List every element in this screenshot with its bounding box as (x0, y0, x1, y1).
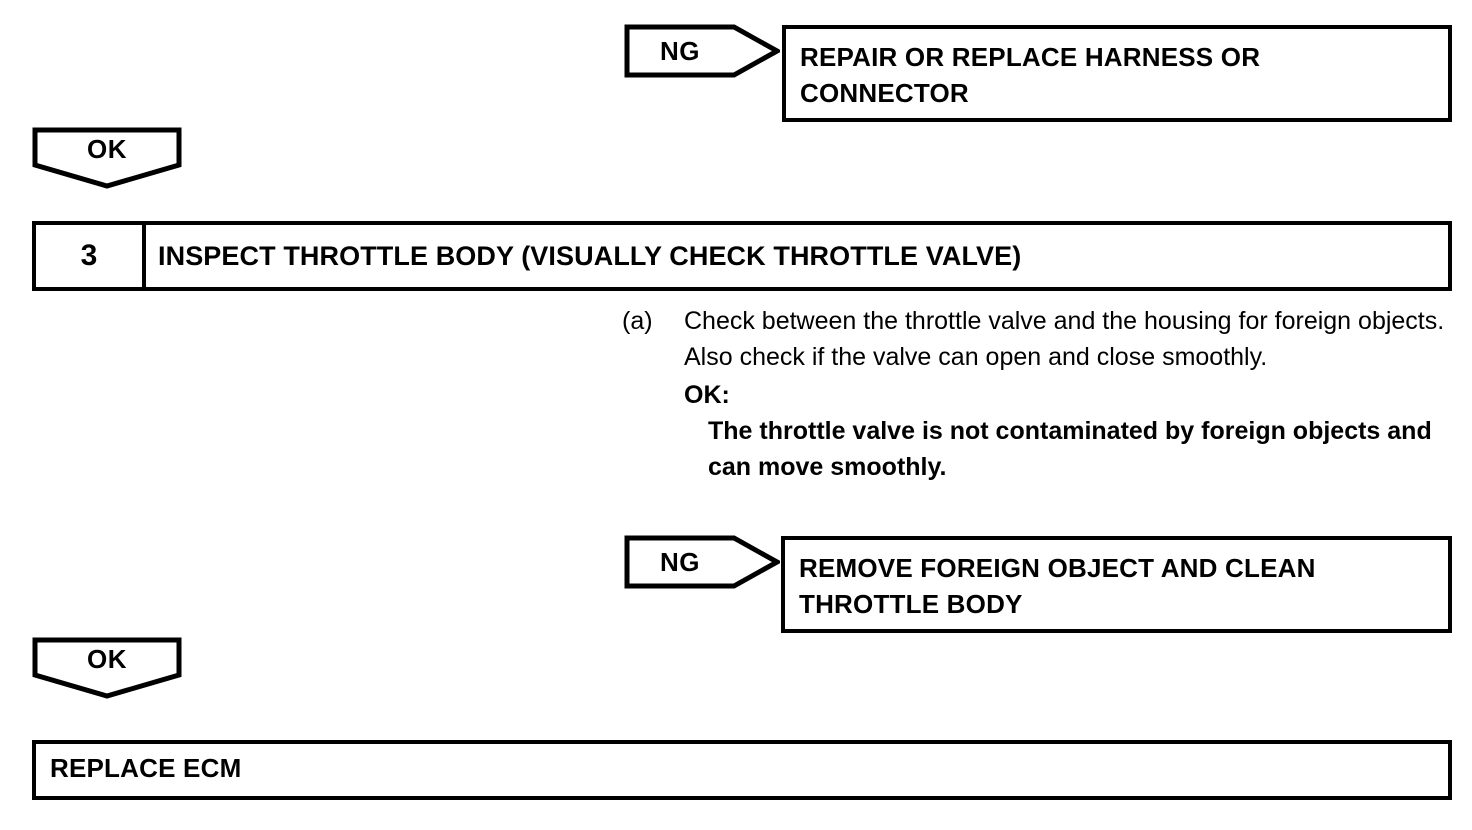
ok-connector-label: OK (87, 643, 127, 674)
step-title: INSPECT THROTTLE BODY (VISUALLY CHECK TH… (158, 240, 1022, 271)
action-box-text: REPLACE ECM (50, 753, 242, 783)
procedure-item-a: (a) Check between the throttle valve and… (622, 303, 1452, 375)
procedure-ok-detail: The throttle valve is not contaminated b… (708, 417, 1432, 481)
ok-banner-shape (32, 127, 182, 189)
action-box-remove-foreign-object: REMOVE FOREIGN OBJECT AND CLEAN THROTTLE… (781, 536, 1452, 633)
ng-tag-label: NG (660, 546, 700, 577)
procedure-text: Check between the throttle valve and the… (684, 307, 1445, 371)
action-box-text: REMOVE FOREIGN OBJECT AND CLEAN THROTTLE… (799, 553, 1316, 619)
ng-arrow-shape (624, 535, 780, 589)
action-box-text: REPAIR OR REPLACE HARNESS OR CONNECTOR (800, 42, 1261, 108)
procedure-ok-label: OK: (684, 381, 730, 409)
ok-connector-label: OK (87, 133, 127, 164)
ng-tag-step2: NG (624, 24, 780, 78)
step-header-3: 3 INSPECT THROTTLE BODY (VISUALLY CHECK … (32, 221, 1452, 291)
ok-connector-top: OK (32, 127, 182, 189)
ng-arrow-shape (624, 24, 780, 78)
ok-connector-bottom: OK (32, 637, 182, 699)
procedure-body: (a) Check between the throttle valve and… (622, 303, 1452, 485)
ng-tag-step3: NG (624, 535, 780, 589)
ok-banner-shape (32, 637, 182, 699)
action-box-repair-harness: REPAIR OR REPLACE HARNESS OR CONNECTOR (782, 25, 1452, 122)
ng-tag-label: NG (660, 35, 700, 66)
action-box-replace-ecm: REPLACE ECM (32, 740, 1452, 800)
procedure-marker: (a) (622, 307, 653, 335)
step-number: 3 (36, 225, 146, 287)
